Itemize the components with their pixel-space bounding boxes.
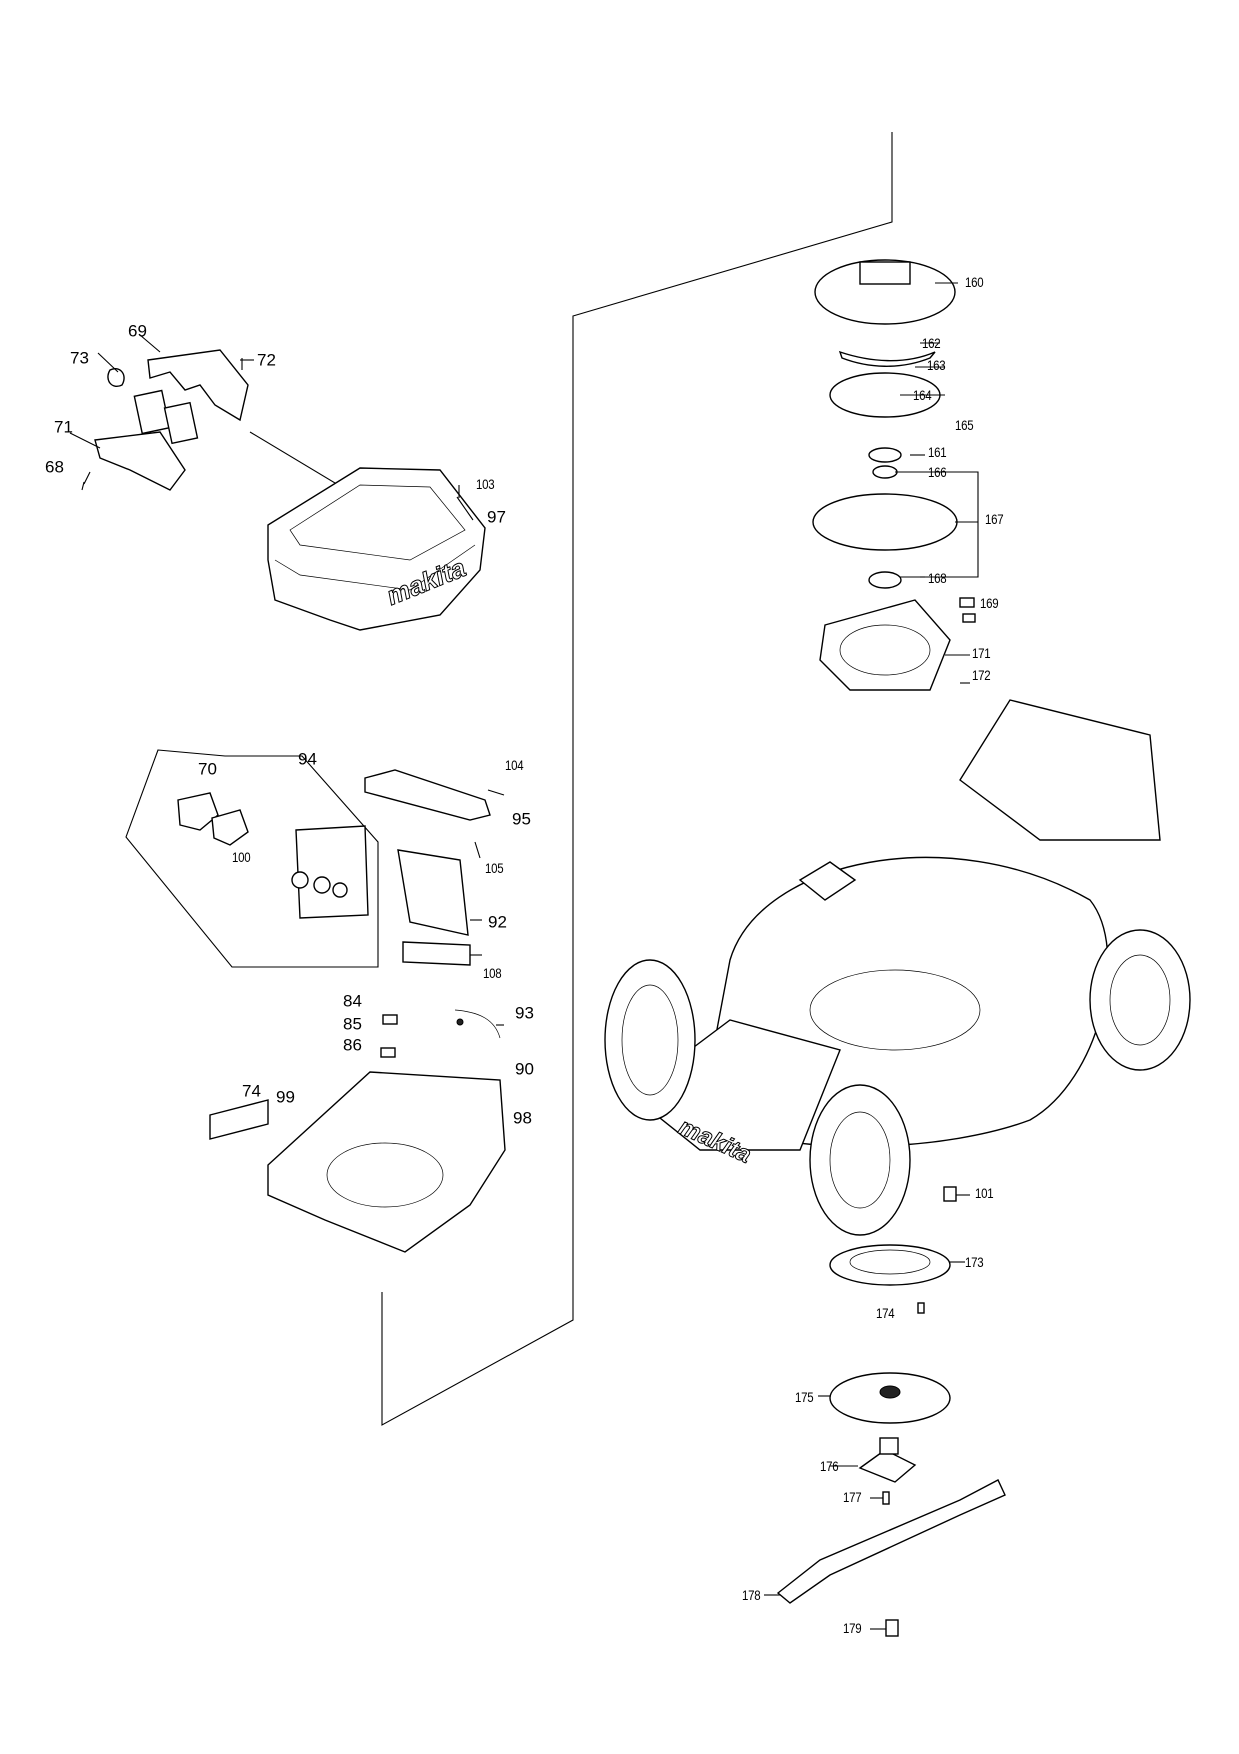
callout-169: 169 xyxy=(980,595,999,611)
callout-104: 104 xyxy=(505,757,524,773)
callout-168: 168 xyxy=(928,570,947,586)
callout-97: 97 xyxy=(487,507,506,527)
callout-178: 178 xyxy=(742,1587,761,1603)
callout-177: 177 xyxy=(843,1489,862,1505)
control-parts xyxy=(177,769,505,966)
callout-179: 179 xyxy=(843,1620,862,1636)
section-divider-line xyxy=(381,132,893,1426)
battery-housing-97 xyxy=(267,467,486,631)
callout-70: 70 xyxy=(198,759,217,779)
callout-176: 176 xyxy=(820,1458,839,1474)
callout-163: 163 xyxy=(927,357,946,373)
callout-90: 90 xyxy=(515,1059,534,1079)
lawn-mower-body xyxy=(604,699,1191,1236)
callout-101: 101 xyxy=(975,1185,994,1201)
callout-166: 166 xyxy=(928,464,947,480)
callout-160: 160 xyxy=(965,274,984,290)
battery-terminal-parts xyxy=(69,334,381,511)
control-assembly-outline-94 xyxy=(125,749,379,968)
callout-161: 161 xyxy=(928,444,947,460)
callout-174: 174 xyxy=(876,1305,895,1321)
callout-98: 98 xyxy=(513,1108,532,1128)
callout-73: 73 xyxy=(70,348,89,368)
motor-stack xyxy=(812,259,979,691)
base-housing-98 xyxy=(209,1009,506,1253)
callout-99: 99 xyxy=(276,1087,295,1107)
callout-167: 167 xyxy=(985,511,1004,527)
callout-105: 105 xyxy=(485,860,504,876)
callout-84: 84 xyxy=(343,991,362,1011)
callout-100: 100 xyxy=(232,849,251,865)
callout-92: 92 xyxy=(488,912,507,932)
callout-72: 72 xyxy=(257,350,276,370)
callout-172: 172 xyxy=(972,667,991,683)
callout-69: 69 xyxy=(128,321,147,341)
callout-74: 74 xyxy=(242,1081,261,1101)
callout-103: 103 xyxy=(476,476,495,492)
blade-assembly xyxy=(764,1186,1006,1637)
callout-85: 85 xyxy=(343,1014,362,1034)
callout-95: 95 xyxy=(512,809,531,829)
callout-71: 71 xyxy=(54,417,73,437)
callout-86: 86 xyxy=(343,1035,362,1055)
callout-165: 165 xyxy=(955,417,974,433)
callout-108: 108 xyxy=(483,965,502,981)
callout-171: 171 xyxy=(972,645,991,661)
callout-93: 93 xyxy=(515,1003,534,1023)
callout-162: 162 xyxy=(922,335,941,351)
callout-164: 164 xyxy=(913,387,932,403)
callout-175: 175 xyxy=(795,1389,814,1405)
callout-68: 68 xyxy=(45,457,64,477)
callout-94: 94 xyxy=(298,749,317,769)
callout-173: 173 xyxy=(965,1254,984,1270)
